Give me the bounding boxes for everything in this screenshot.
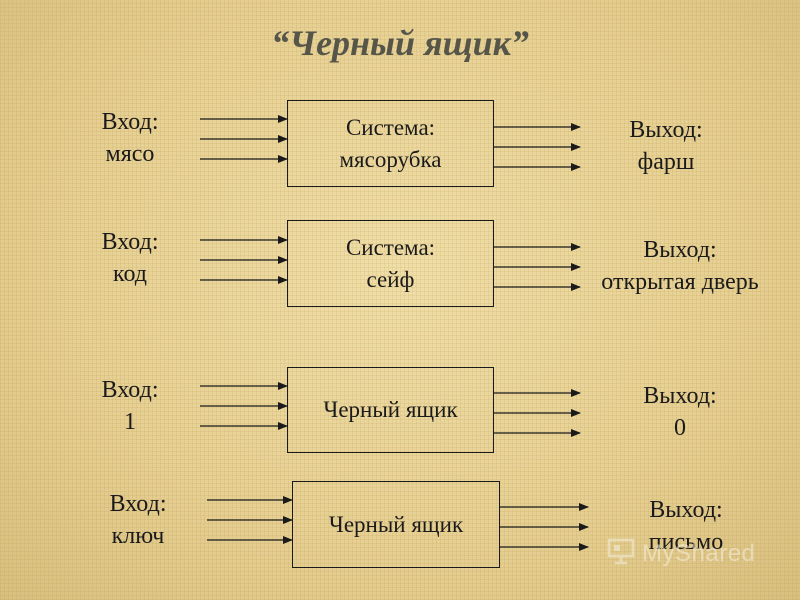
box-line2: сейф — [366, 266, 415, 292]
input-label-code: Вход: код — [92, 226, 168, 290]
output-label-open-door: Выход: открытая дверь — [588, 234, 772, 298]
output-value: письмо — [648, 529, 724, 555]
input-value: 1 — [124, 409, 136, 435]
output-value: фарш — [637, 149, 695, 175]
output-label-mince: Выход: фарш — [616, 114, 716, 178]
input-label-one: Вход: 1 — [92, 374, 168, 438]
output-caption: Выход: — [643, 237, 717, 263]
output-value: открытая дверь — [601, 269, 759, 295]
output-caption: Выход: — [629, 117, 703, 143]
presentation-board-icon — [606, 536, 636, 571]
page-title: “Черный ящик” — [271, 23, 529, 63]
watermark: MyShared — [606, 536, 755, 571]
input-value: код — [113, 261, 147, 287]
box-line2: мясорубка — [339, 146, 442, 172]
input-caption: Вход: — [101, 109, 159, 135]
input-caption: Вход: — [101, 377, 159, 403]
input-label-key: Вход: ключ — [98, 488, 178, 552]
input-label-meat: Вход: мясо — [92, 106, 168, 170]
output-label-letter: Выход: письмо — [636, 494, 736, 558]
box-line1: Система: — [345, 114, 436, 140]
black-box-letter: Черный ящик — [292, 481, 500, 568]
input-value: мясо — [105, 141, 155, 167]
input-value: ключ — [111, 523, 165, 549]
input-caption: Вход: — [109, 491, 167, 517]
system-box-meat-grinder: Система: мясорубка — [287, 100, 494, 187]
box-line1: Черный ящик — [323, 397, 458, 422]
output-value: 0 — [674, 415, 686, 441]
box-line1: Система: — [345, 234, 436, 260]
output-caption: Выход: — [643, 383, 717, 409]
output-label-zero: Выход: 0 — [630, 380, 730, 444]
input-caption: Вход: — [101, 229, 159, 255]
box-line1: Черный ящик — [328, 511, 464, 537]
black-box-binary: Черный ящик — [287, 367, 494, 453]
output-caption: Выход: — [649, 497, 723, 523]
watermark-text: MyShared — [642, 539, 756, 567]
